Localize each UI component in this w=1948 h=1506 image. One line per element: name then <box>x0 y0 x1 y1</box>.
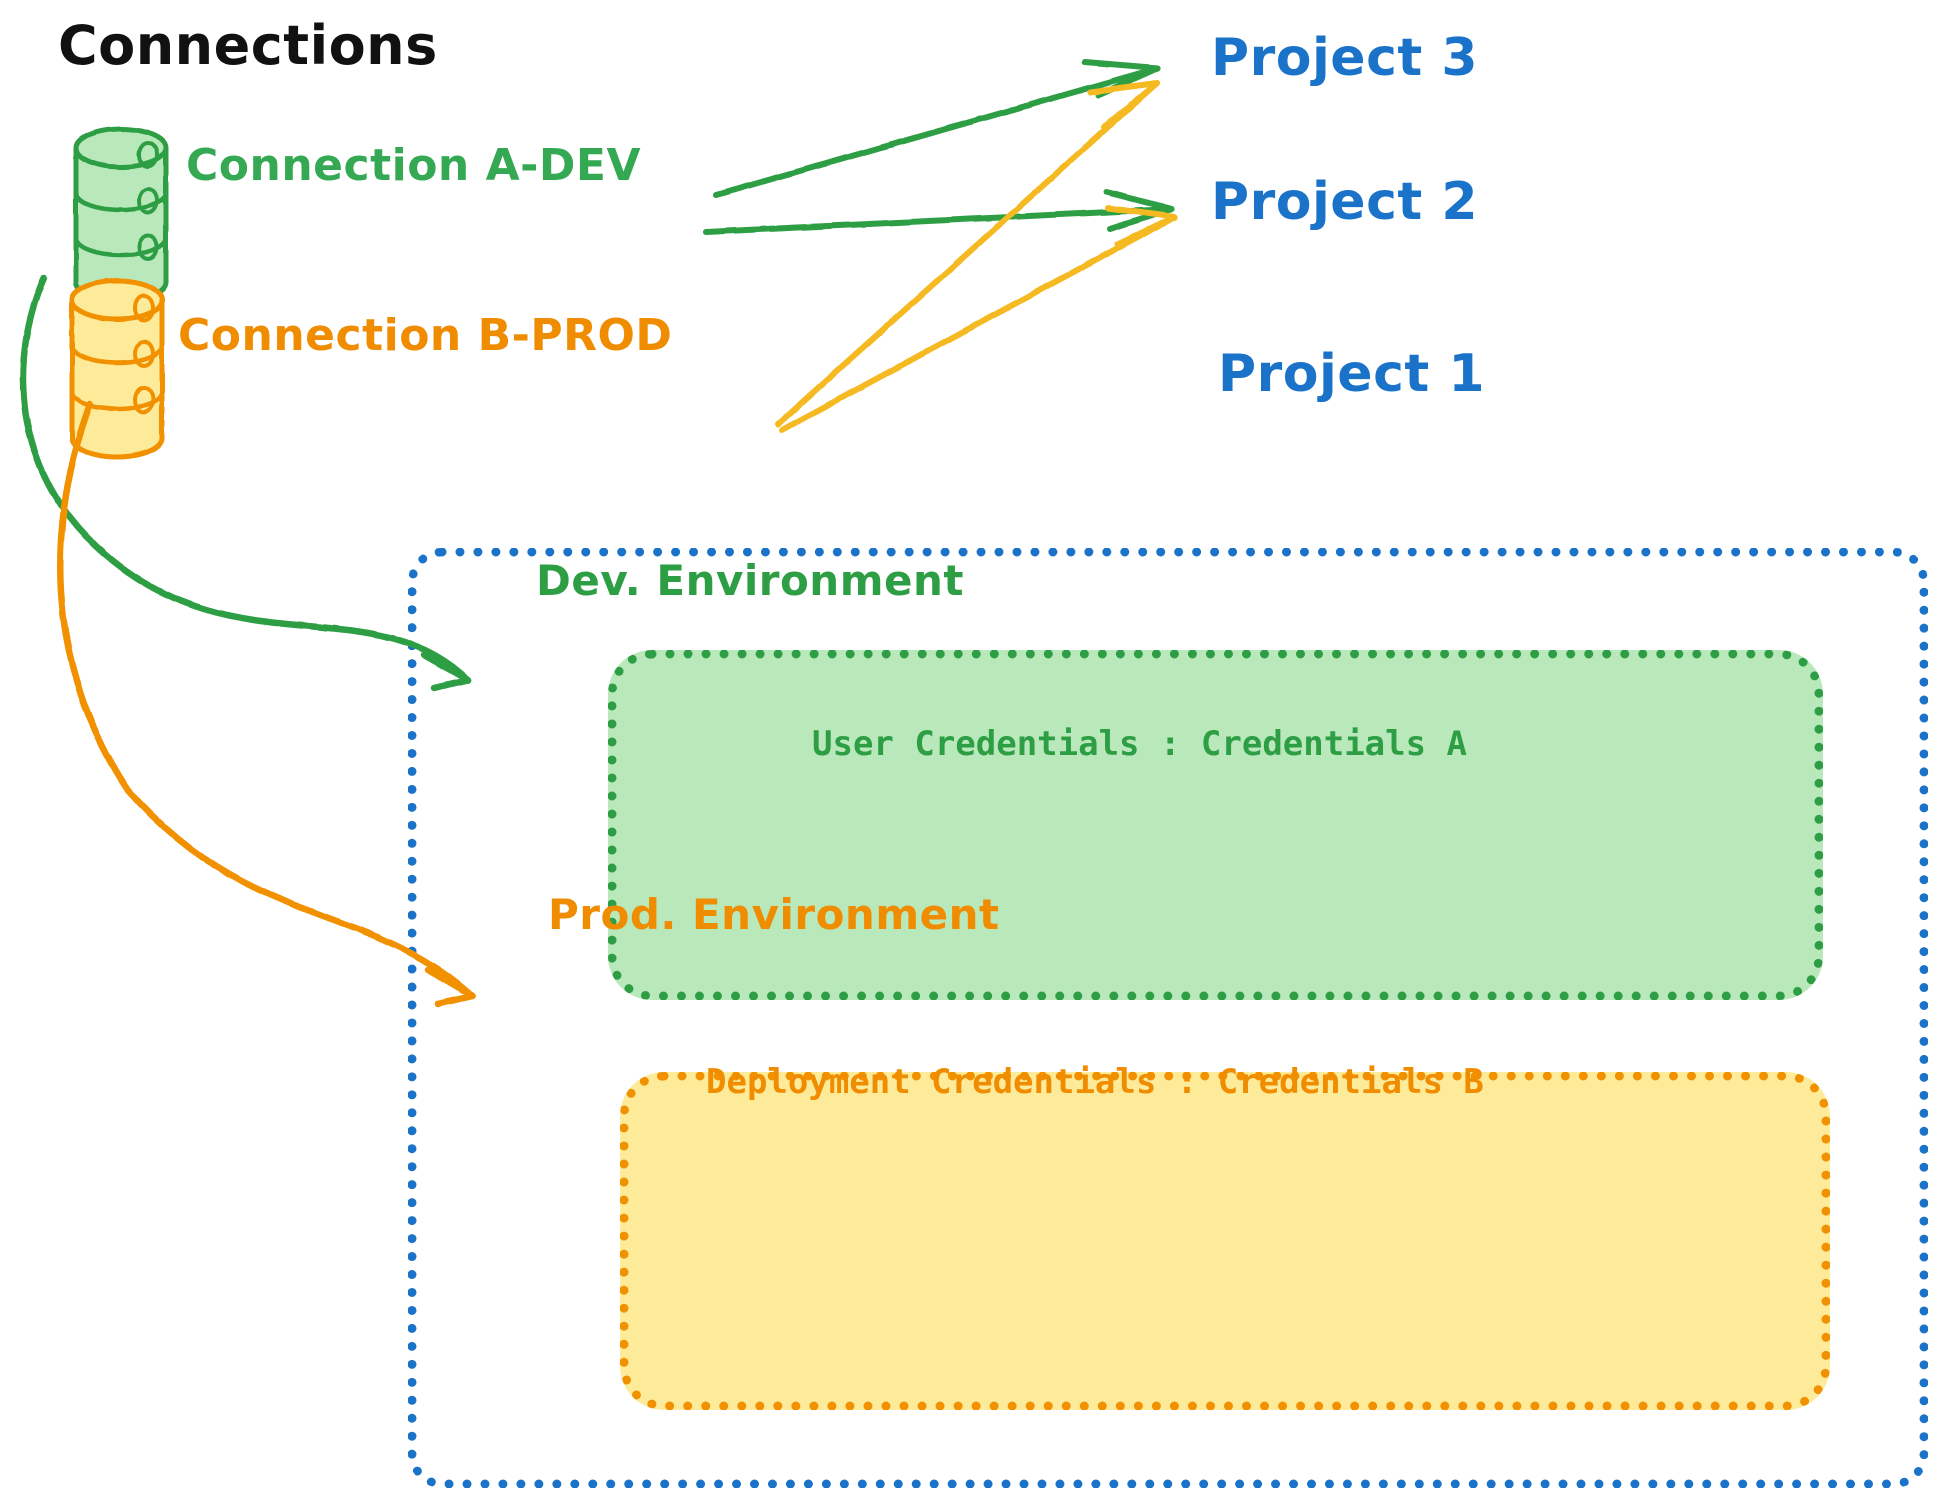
page-title: Connections <box>58 14 438 77</box>
database-icon-b-prod <box>69 278 165 460</box>
project1-container <box>408 548 1928 1488</box>
prod-credentials-line: Deployment Credentials : Credentials B <box>706 1062 1484 1102</box>
edge-b-prod-to-prod-environment <box>56 400 476 1008</box>
edge-b-prod-to-project2 <box>779 205 1178 433</box>
edge-b-prod-to-project3 <box>775 80 1160 427</box>
prod-environment-box <box>620 1072 1830 1410</box>
project-label-project3: Project 3 <box>1211 28 1479 88</box>
dev-credentials-line: User Credentials : Credentials A <box>812 724 1468 764</box>
edge-a-dev-to-dev-environment <box>19 274 472 692</box>
prod-environment-title: Prod. Environment <box>548 890 1000 939</box>
project-label-project1: Project 1 <box>1218 344 1486 404</box>
dev-environment-box <box>608 650 1823 1000</box>
edge-a-dev-to-project3 <box>713 59 1161 198</box>
dev-environment-title: Dev. Environment <box>536 556 964 605</box>
connection-label-a-dev: Connection A-DEV <box>186 140 642 191</box>
project-label-project2: Project 2 <box>1211 172 1479 232</box>
edge-a-dev-to-project2 <box>703 189 1175 235</box>
database-icon-a-dev <box>73 126 169 304</box>
connection-label-b-prod: Connection B-PROD <box>178 310 673 361</box>
